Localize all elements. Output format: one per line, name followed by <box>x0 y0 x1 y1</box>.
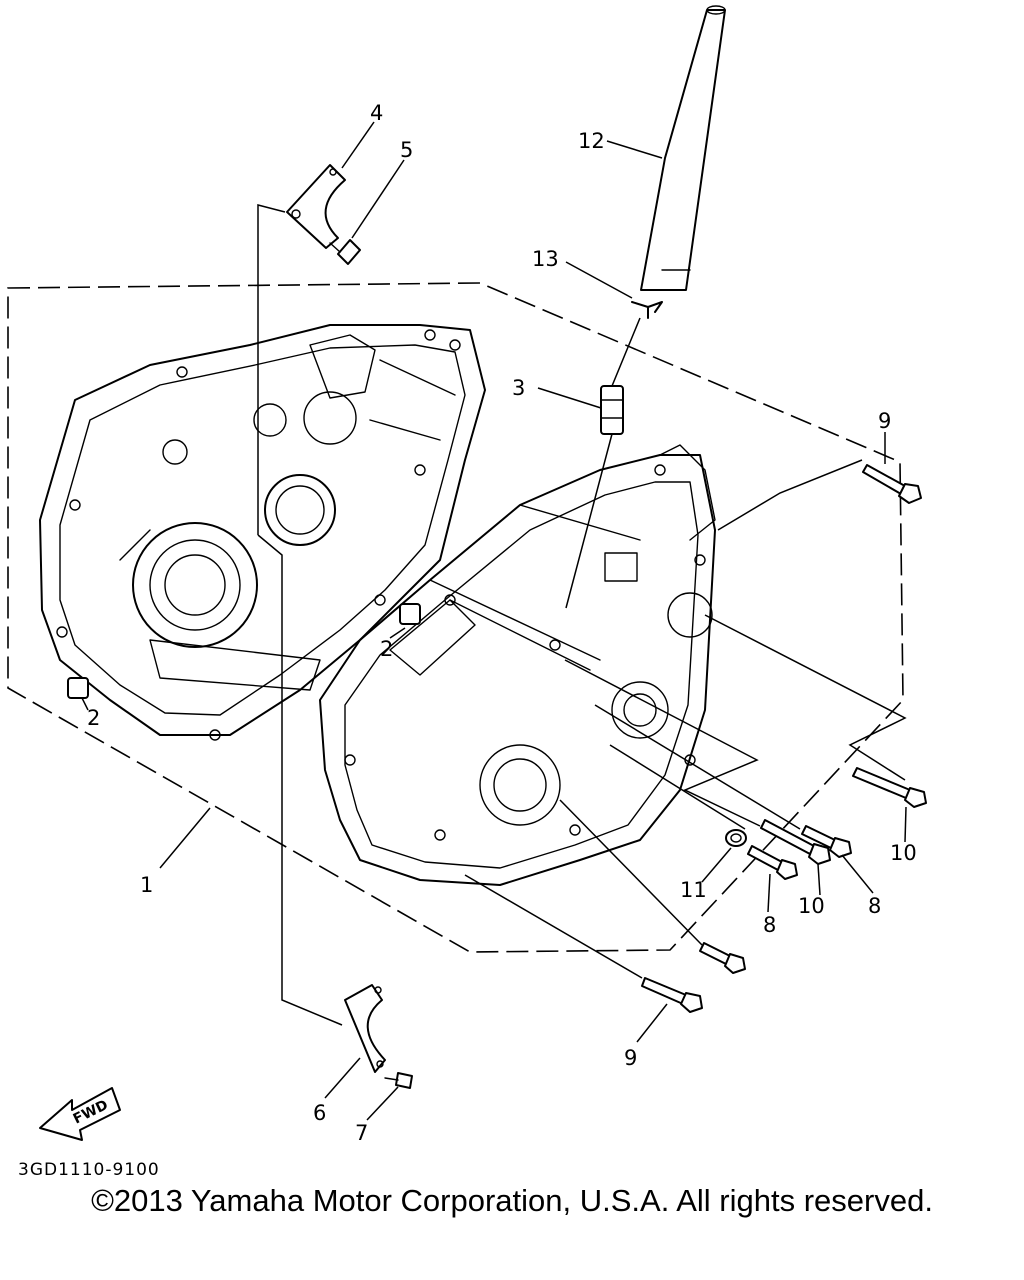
fwd-arrow-icon: FWD <box>39 1087 121 1141</box>
diagram-id: 3GD1110-9100 <box>18 1160 160 1180</box>
copyright-notice: ©2013 Yamaha Motor Corporation, U.S.A. A… <box>91 1183 933 1218</box>
callout-2-left: 2 <box>87 706 100 730</box>
part-6-retainer-plate <box>344 984 386 1073</box>
crankcase-left-half <box>39 324 486 741</box>
part-5-screw <box>329 239 361 265</box>
callout-8-lower: 8 <box>763 913 776 937</box>
callout-2-right: 2 <box>380 637 393 661</box>
part-7-screw <box>384 1072 413 1089</box>
callout-1: 1 <box>140 873 153 897</box>
callout-11: 11 <box>680 878 707 902</box>
callout-10-right: 10 <box>890 841 917 865</box>
part-8-bolt-bottom <box>699 942 746 974</box>
part-9-bolt-bottom <box>641 977 703 1013</box>
part-12-pipe <box>640 5 726 291</box>
part-10-bolt-mid <box>760 819 831 865</box>
callout-10-mid: 10 <box>798 894 825 918</box>
part-10-bolt-right <box>852 767 927 808</box>
callout-9-bottom: 9 <box>624 1046 637 1070</box>
callout-9-top: 9 <box>878 409 891 433</box>
callout-7: 7 <box>355 1121 368 1145</box>
callout-13: 13 <box>532 247 559 271</box>
callout-3: 3 <box>512 376 525 400</box>
assembly-dashed-outline <box>7 282 904 953</box>
part-8-bolt-upper <box>801 825 852 858</box>
part-4-retainer-plate <box>286 164 346 249</box>
callout-8-right: 8 <box>868 894 881 918</box>
part-11-washer <box>725 829 747 847</box>
callout-5: 5 <box>400 138 413 162</box>
crankcase-right-half <box>319 444 716 886</box>
callout-4: 4 <box>370 101 383 125</box>
callout-6: 6 <box>313 1101 326 1125</box>
part-8-bolt-lower <box>747 845 798 880</box>
part-3-fitting <box>600 385 624 435</box>
part-9-bolt-top <box>862 464 922 504</box>
callout-12: 12 <box>578 129 605 153</box>
part-2-dowel-left <box>67 677 89 699</box>
part-2-dowel-right <box>399 603 421 625</box>
part-13-clip <box>631 301 663 319</box>
